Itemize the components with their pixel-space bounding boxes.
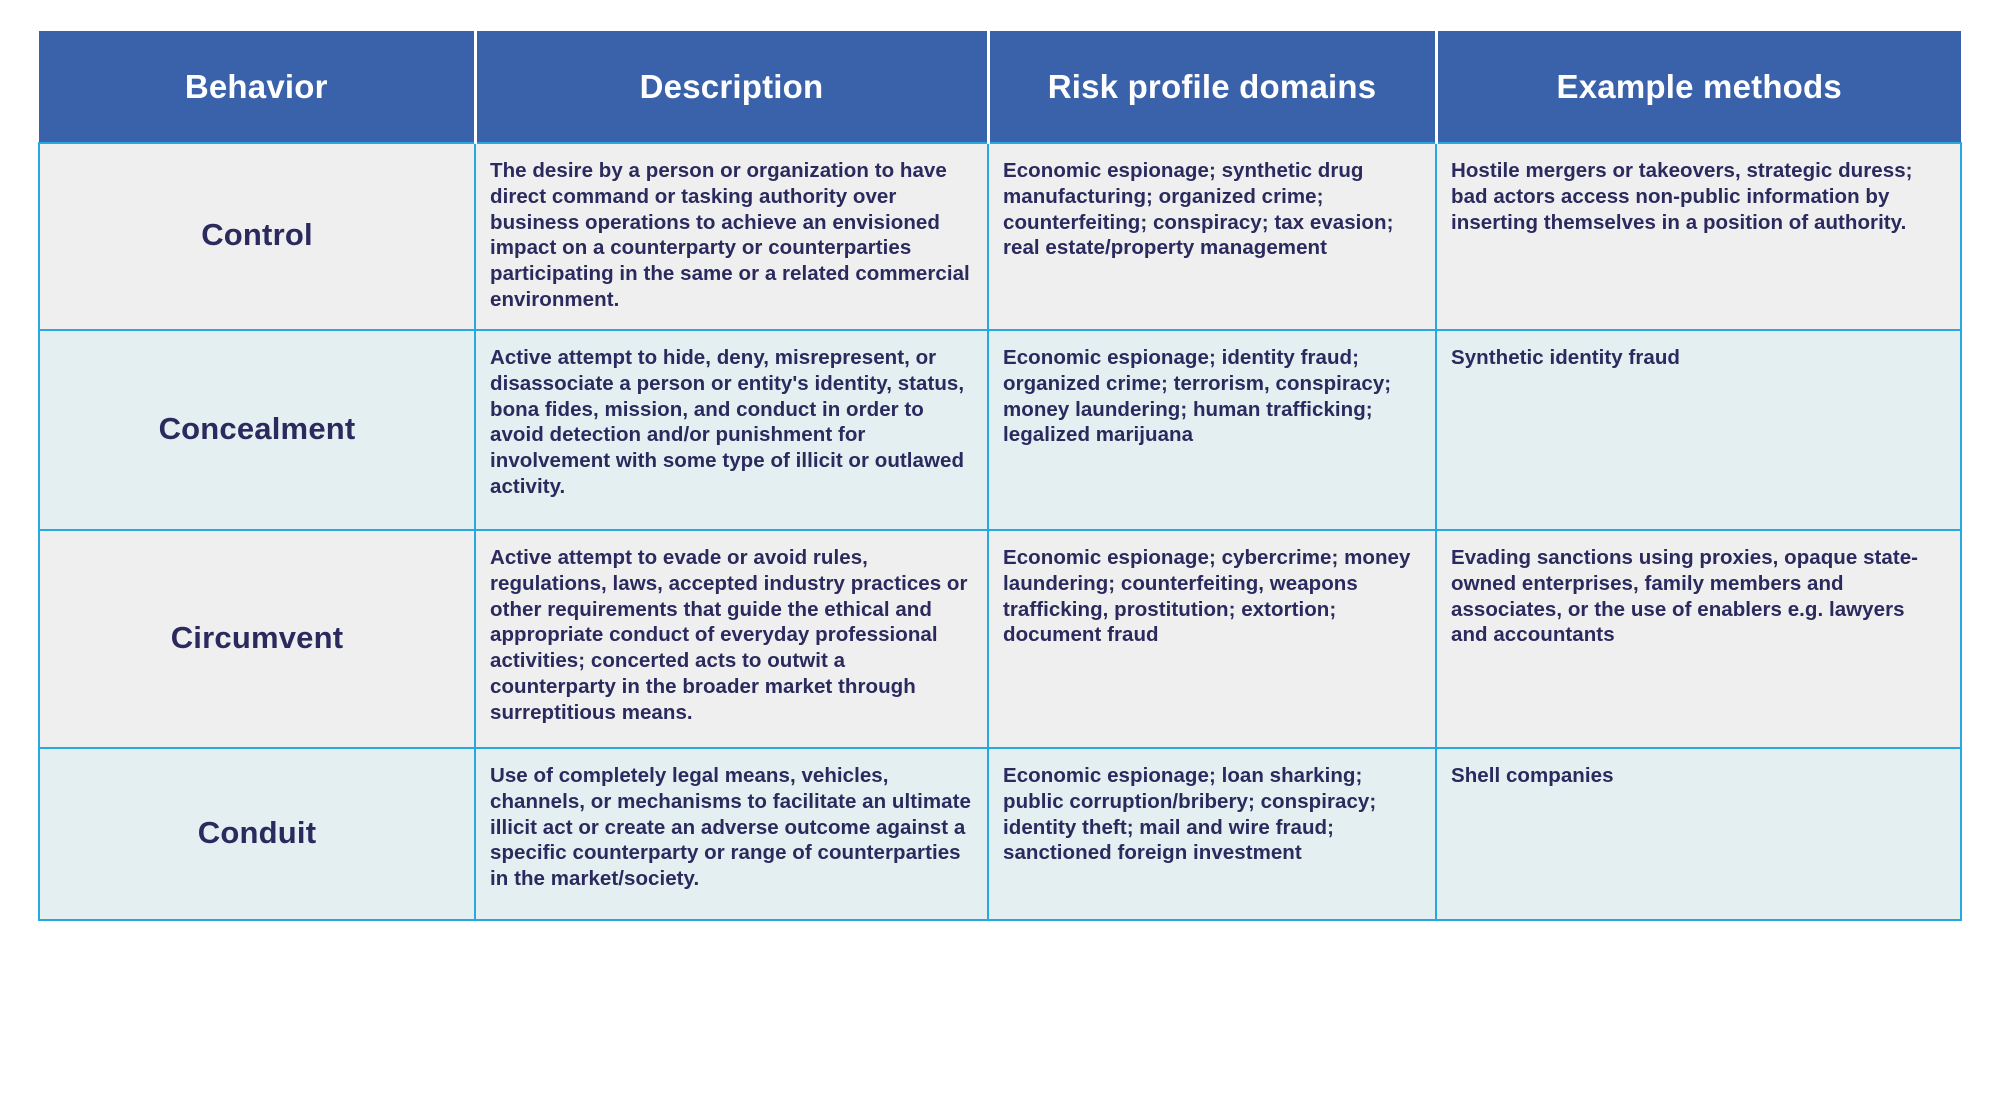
behavior-label: Circumvent — [170, 619, 344, 655]
table-row: Control The desire by a person or organi… — [38, 142, 1962, 331]
cell-behavior: Concealment — [38, 328, 476, 531]
cell-behavior: Conduit — [38, 746, 476, 921]
cell-example-methods: Synthetic identity fraud — [1435, 328, 1962, 531]
behavior-label: Concealment — [158, 410, 356, 446]
cell-description: Use of completely legal means, vehicles,… — [474, 746, 989, 921]
cell-risk-profile-domains: Economic espionage; synthetic drug manuf… — [987, 142, 1437, 331]
cell-example-methods: Evading sanctions using proxies, opaque … — [1435, 528, 1962, 749]
description-text: Active attempt to hide, deny, misreprese… — [490, 345, 965, 499]
table-row: Conduit Use of completely legal means, v… — [38, 746, 1962, 921]
behavior-label: Conduit — [197, 814, 317, 850]
risk-profile-domains-text: Economic espionage; identity fraud; orga… — [1003, 345, 1392, 447]
table-header: Behavior Description Risk profile domain… — [39, 31, 1961, 143]
cell-description: Active attempt to evade or avoid rules, … — [474, 528, 989, 749]
example-methods-text: Hostile mergers or takeovers, strategic … — [1451, 159, 1913, 234]
risk-profile-domains-text: Economic espionage; cybercrime; money la… — [1003, 545, 1411, 647]
column-header-behavior: Behavior — [39, 31, 477, 143]
example-methods-text: Shell companies — [1451, 763, 1614, 787]
description-text: Active attempt to evade or avoid rules, … — [490, 545, 968, 724]
column-header-description: Description — [475, 31, 990, 143]
cell-behavior: Control — [38, 142, 476, 331]
table-body: Control The desire by a person or organi… — [38, 142, 1962, 921]
behavior-label: Control — [201, 217, 313, 253]
column-header-risk-profile-domains: Risk profile domains — [988, 31, 1438, 143]
cell-example-methods: Shell companies — [1435, 746, 1962, 921]
table-row: Concealment Active attempt to hide, deny… — [38, 328, 1962, 531]
behavior-risk-table: Behavior Description Risk profile domain… — [38, 31, 1962, 921]
example-methods-text: Synthetic identity fraud — [1451, 345, 1681, 369]
cell-description: The desire by a person or organization t… — [474, 142, 989, 331]
risk-profile-domains-text: Economic espionage; loan sharking; publi… — [1003, 763, 1377, 865]
cell-risk-profile-domains: Economic espionage; cybercrime; money la… — [987, 528, 1437, 749]
example-methods-text: Evading sanctions using proxies, opaque … — [1451, 545, 1919, 647]
cell-behavior: Circumvent — [38, 528, 476, 749]
behavior-risk-table-container: Behavior Description Risk profile domain… — [38, 31, 1962, 921]
cell-risk-profile-domains: Economic espionage; loan sharking; publi… — [987, 746, 1437, 921]
description-text: The desire by a person or organization t… — [490, 159, 970, 312]
column-header-example-methods: Example methods — [1436, 31, 1961, 143]
cell-risk-profile-domains: Economic espionage; identity fraud; orga… — [987, 328, 1437, 531]
cell-example-methods: Hostile mergers or takeovers, strategic … — [1435, 142, 1962, 331]
table-header-row: Behavior Description Risk profile domain… — [39, 31, 1961, 143]
description-text: Use of completely legal means, vehicles,… — [490, 763, 971, 891]
table-row: Circumvent Active attempt to evade or av… — [38, 528, 1962, 749]
risk-profile-domains-text: Economic espionage; synthetic drug manuf… — [1003, 159, 1394, 260]
cell-description: Active attempt to hide, deny, misreprese… — [474, 328, 989, 531]
